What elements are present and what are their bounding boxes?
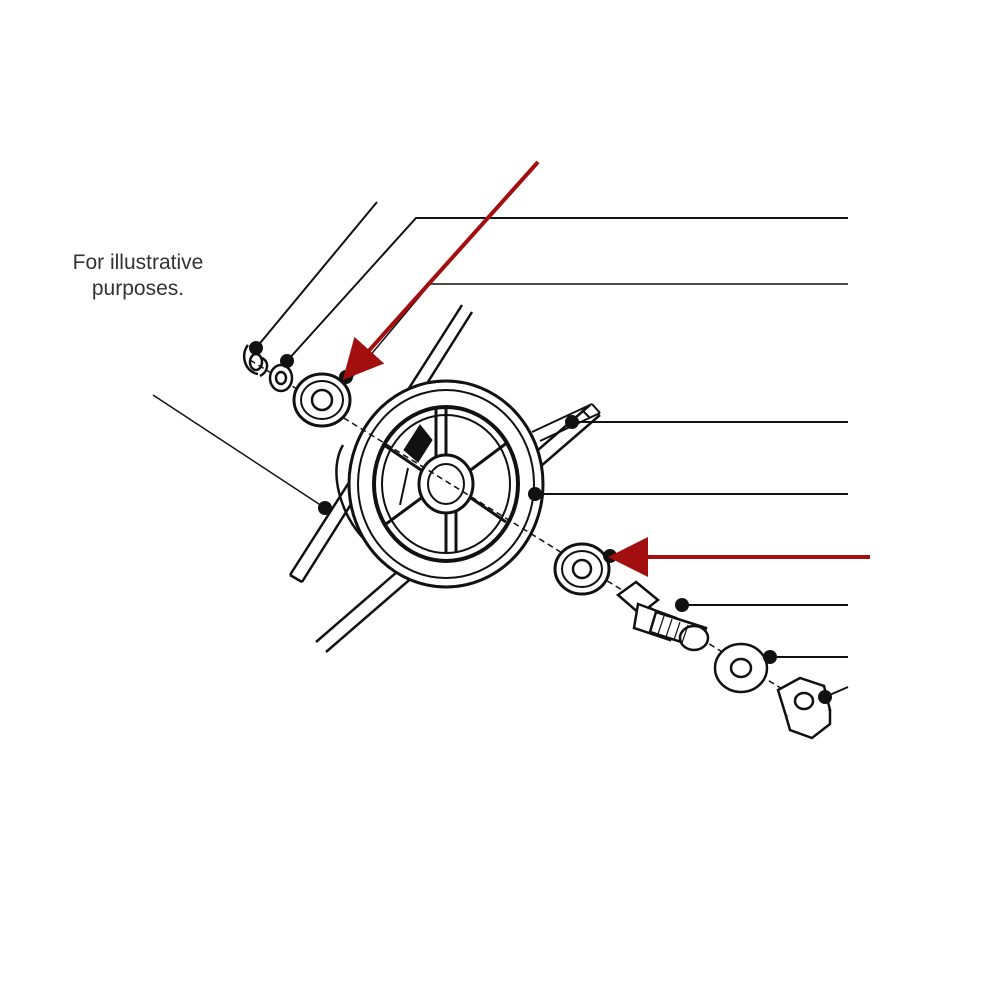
upper-bearing [292, 372, 352, 428]
lower-bearing [553, 542, 611, 596]
flat-washer [713, 642, 769, 694]
shaft-axis [249, 359, 801, 701]
pulley [347, 379, 545, 589]
small-washer [268, 363, 294, 393]
upper-bearing-arrow [342, 160, 540, 380]
leader-dots [249, 341, 832, 704]
illustrative-caption: For illustrative purposes. [72, 251, 204, 300]
spindle-bolt [615, 580, 710, 652]
hex-nut [776, 676, 832, 740]
pulley-spokes [383, 408, 509, 553]
